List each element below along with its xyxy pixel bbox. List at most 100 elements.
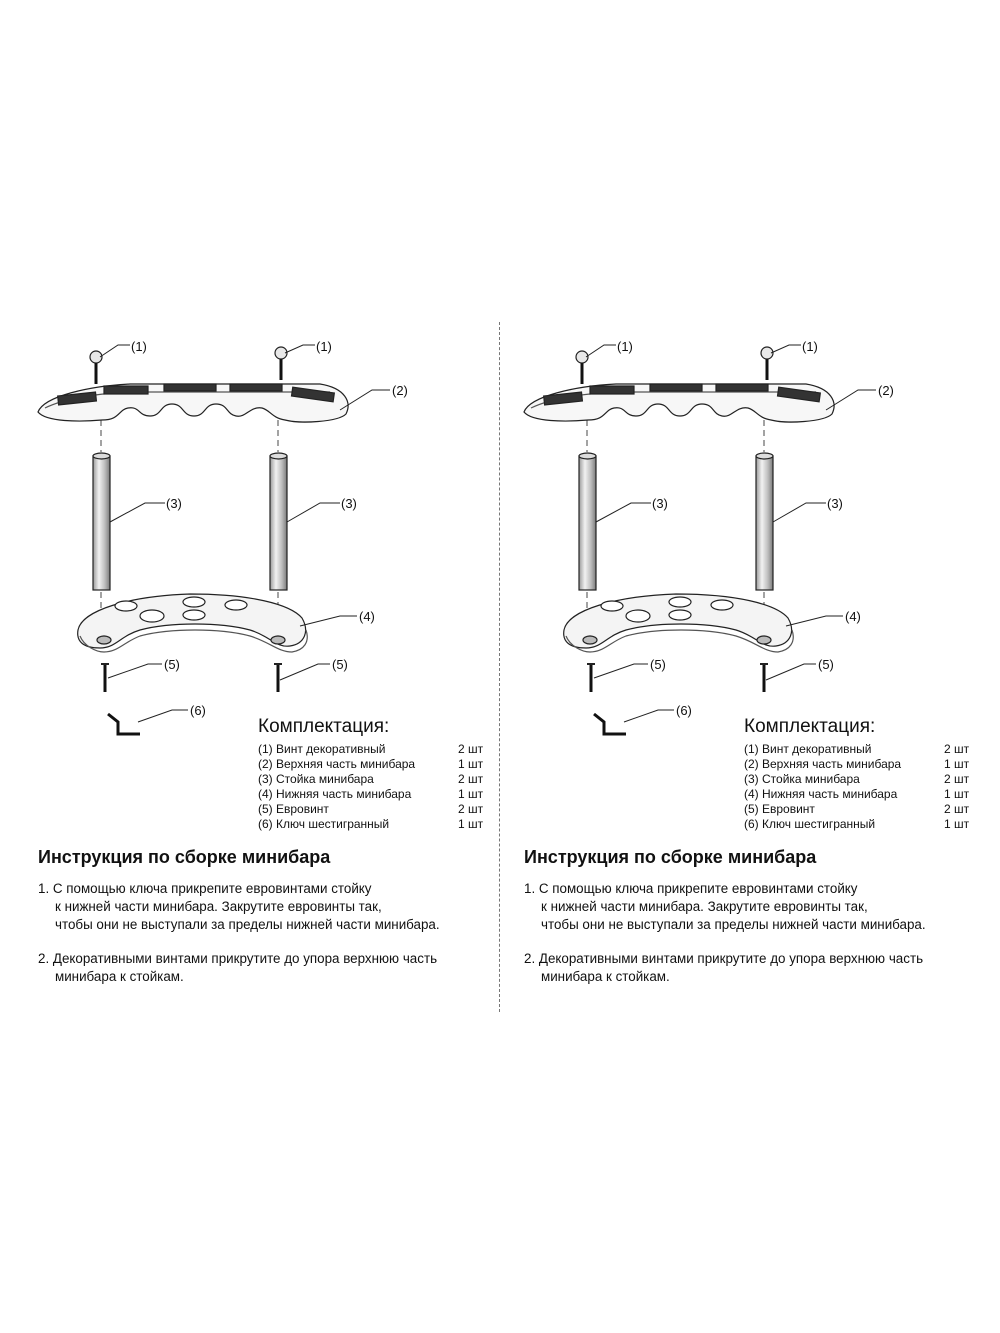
kit-item-name: (4) Нижняя часть минибара <box>258 787 412 801</box>
rod-right <box>269 452 288 591</box>
instructions-steps: 1. С помощью ключа прикрепите евровинтам… <box>524 880 984 1002</box>
step-line: минибара к стойкам. <box>55 969 184 984</box>
kit-item: (4) Нижняя часть минибара 1 шт <box>744 787 974 802</box>
kit-item-name: (3) Стойка минибара <box>258 772 374 786</box>
leader-lines <box>99 344 390 723</box>
instruction-step-1: 1. С помощью ключа прикрепите евровинтам… <box>524 880 984 934</box>
kit-item: (2) Верхняя часть минибара 1 шт <box>258 757 488 772</box>
kit-item-name: (2) Верхняя часть минибара <box>744 757 902 771</box>
euro-screw-right <box>274 663 282 692</box>
callout-1-right: (1) <box>802 339 818 354</box>
instructions-steps: 1. С помощью ключа прикрепите евровинтам… <box>38 880 498 1002</box>
kit-list: Комплектация: (1) Винт декоративный 2 шт … <box>744 716 974 832</box>
hex-key <box>593 712 626 736</box>
callout-5-right: (5) <box>818 657 834 672</box>
kit-item-qty: 2 шт <box>458 772 484 786</box>
decorative-screw-left <box>575 350 589 384</box>
kit-item: (6) Ключ шестигранный 1 шт <box>744 817 974 832</box>
step-line: 1. С помощью ключа прикрепите евровинтам… <box>524 881 858 896</box>
rod-right <box>755 452 774 591</box>
kit-item: (1) Винт декоративный 2 шт <box>744 742 974 757</box>
kit-item-qty: 1 шт <box>944 757 970 771</box>
top-part <box>37 383 349 423</box>
decorative-screw-left <box>89 350 103 384</box>
kit-item-name: (6) Ключ шестигранный <box>258 817 390 831</box>
callout-1-left: (1) <box>131 339 147 354</box>
step-line: 2. Декоративными винтами прикрутите до у… <box>38 951 438 966</box>
callout-3-right: (3) <box>827 496 843 511</box>
kit-item-qty: 1 шт <box>458 817 484 831</box>
callout-4: (4) <box>845 609 861 624</box>
step-line: 1. С помощью ключа прикрепите евровинтам… <box>38 881 372 896</box>
step-line: к нижней части минибара. Закрутите евров… <box>541 899 868 914</box>
decorative-screw-right <box>760 346 774 380</box>
assembly-diagram <box>523 344 876 736</box>
instruction-panel-right: (1) (1) (2) (3) (3) (4) (5) (5) (6) Комп… <box>486 0 986 1333</box>
kit-rows: (1) Винт декоративный 2 шт (2) Верхняя ча… <box>744 742 974 832</box>
callout-1-left: (1) <box>617 339 633 354</box>
kit-item: (5) Евровинт 2 шт <box>258 802 488 817</box>
instructions-title: Инструкция по сборке минибара <box>524 847 817 867</box>
kit-item-name: (6) Ключ шестигранный <box>744 817 876 831</box>
decorative-screw-right <box>274 346 288 380</box>
kit-item-qty: 2 шт <box>944 802 970 816</box>
kit-item-qty: 2 шт <box>458 742 484 756</box>
callout-2: (2) <box>878 383 894 398</box>
instruction-panel-left: (1) (1) (2) (3) (3) (4) (5) (5) (6) Комп… <box>37 339 498 1002</box>
kit-item: (3) Стойка минибара 2 шт <box>258 772 488 787</box>
callout-5-left: (5) <box>650 657 666 672</box>
kit-item-qty: 1 шт <box>458 757 484 771</box>
callout-3-left: (3) <box>166 496 182 511</box>
euro-screw-left <box>587 663 595 692</box>
kit-item-name: (1) Винт декоративный <box>744 742 872 756</box>
instruction-step-1: 1. С помощью ключа прикрепите евровинтам… <box>38 880 498 934</box>
euro-screw-left <box>101 663 109 692</box>
kit-item: (6) Ключ шестигранный 1 шт <box>258 817 488 832</box>
rod-left <box>578 452 597 591</box>
euro-screw-right <box>760 663 768 692</box>
bottom-part <box>563 593 794 653</box>
kit-item: (2) Верхняя часть минибара 1 шт <box>744 757 974 772</box>
leader-lines <box>585 344 876 723</box>
kit-item-qty: 2 шт <box>944 772 970 786</box>
kit-item-name: (5) Евровинт <box>744 802 815 816</box>
instructions-title: Инструкция по сборке минибара <box>38 847 331 867</box>
kit-item-qty: 1 шт <box>944 787 970 801</box>
kit-item-name: (4) Нижняя часть минибара <box>744 787 898 801</box>
assembly-diagram <box>37 344 390 736</box>
step-line: минибара к стойкам. <box>541 969 670 984</box>
cut-line <box>499 322 500 1012</box>
kit-title: Комплектация: <box>744 716 876 737</box>
top-part <box>523 383 835 423</box>
callout-2: (2) <box>392 383 408 398</box>
kit-item-name: (3) Стойка минибара <box>744 772 860 786</box>
step-line: чтобы они не выступали за пределы нижней… <box>541 917 926 932</box>
kit-item: (4) Нижняя часть минибара 1 шт <box>258 787 488 802</box>
kit-item: (5) Евровинт 2 шт <box>744 802 974 817</box>
kit-item-name: (2) Верхняя часть минибара <box>258 757 416 771</box>
kit-item-name: (5) Евровинт <box>258 802 329 816</box>
step-line: чтобы они не выступали за пределы нижней… <box>55 917 440 932</box>
callout-4: (4) <box>359 609 375 624</box>
instruction-step-2: 2. Декоративными винтами прикрутите до у… <box>524 950 984 986</box>
kit-item-qty: 1 шт <box>944 817 970 831</box>
kit-item-qty: 2 шт <box>944 742 970 756</box>
bottom-part <box>77 593 308 653</box>
kit-title: Комплектация: <box>258 716 390 737</box>
callout-3-right: (3) <box>341 496 357 511</box>
kit-item-qty: 2 шт <box>458 802 484 816</box>
instruction-step-2: 2. Декоративными винтами прикрутите до у… <box>38 950 498 986</box>
callout-5-left: (5) <box>164 657 180 672</box>
callout-6: (6) <box>676 703 692 718</box>
callout-5-right: (5) <box>332 657 348 672</box>
step-line: 2. Декоративными винтами прикрутите до у… <box>524 951 924 966</box>
kit-item: (3) Стойка минибара 2 шт <box>744 772 974 787</box>
kit-item-qty: 1 шт <box>458 787 484 801</box>
rod-left <box>92 452 111 591</box>
step-line: к нижней части минибара. Закрутите евров… <box>55 899 382 914</box>
callout-1-right: (1) <box>316 339 332 354</box>
hex-key <box>107 712 140 736</box>
